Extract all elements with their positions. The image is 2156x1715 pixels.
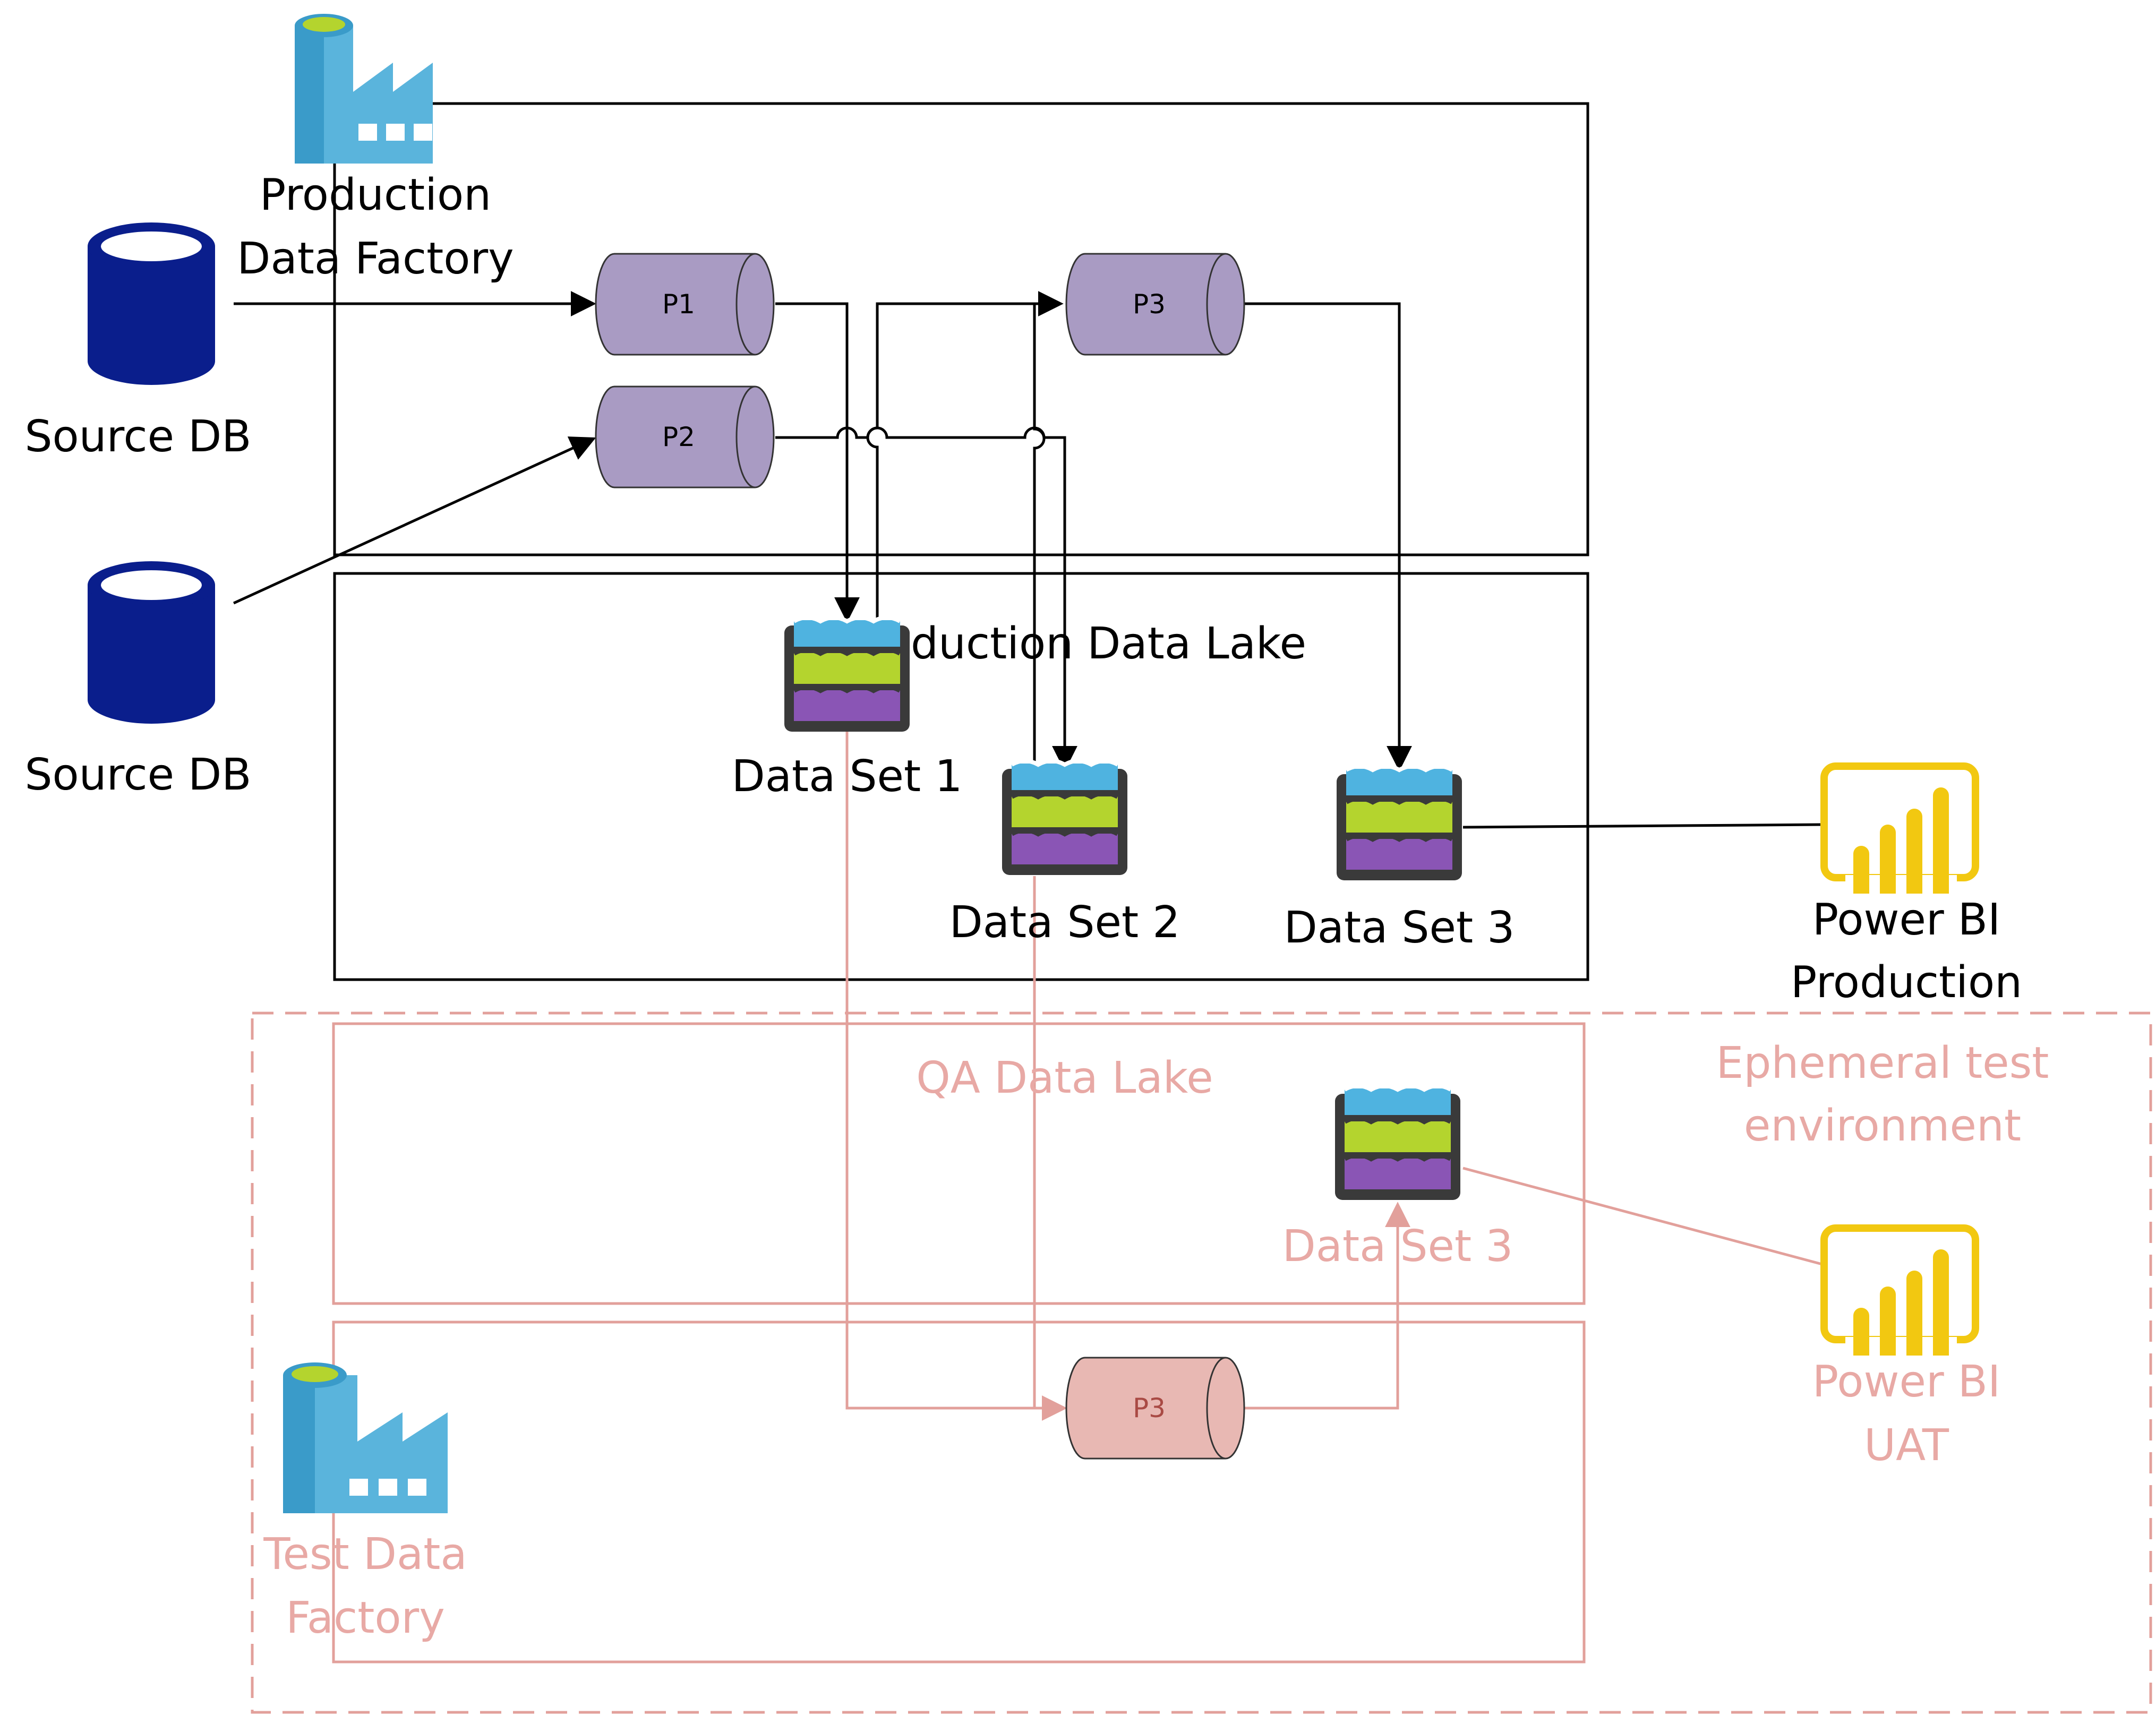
source-db-1-label: Source DB <box>24 411 251 462</box>
pipeline-p3-test <box>1065 1357 1245 1460</box>
production-factory-label-2: Data Factory <box>237 234 514 284</box>
ephemeral-env-label-1: Ephemeral test <box>1716 1038 2049 1088</box>
test-connectors <box>845 730 1825 1421</box>
powerbi-uat-label-1: Power BI <box>1812 1357 2000 1407</box>
source-db-2-label: Source DB <box>24 750 251 800</box>
production-connectors <box>233 102 1825 829</box>
data-lake-icon <box>784 615 910 732</box>
connector-p2-dataset2 <box>775 426 1077 771</box>
qa-lake-boundary <box>332 1022 1586 1305</box>
power-bi-icon <box>1820 1224 1979 1356</box>
dataset-3-label: Data Set 3 <box>1284 903 1515 953</box>
production-lake-label: duction Data Lake <box>911 619 1306 669</box>
connector-source2-p2 <box>233 436 596 605</box>
connector-dataset3-qa-powerbi-uat <box>1462 1167 1825 1266</box>
connector-p3-dataset3 <box>1243 302 1412 771</box>
test-factory-label-2: Factory <box>286 1593 445 1643</box>
data-lake-icon <box>1335 1084 1460 1200</box>
pipeline-p3-test-label: P3 <box>1133 1393 1166 1424</box>
data-lake-icon <box>1002 759 1127 875</box>
dataset-1-label: Data Set 1 <box>732 751 963 802</box>
pipeline-p3 <box>1065 253 1245 356</box>
powerbi-production-label-1: Power BI <box>1812 895 2000 945</box>
dataset-3-qa-label: Data Set 3 <box>1282 1221 1513 1272</box>
database-icon <box>88 561 215 724</box>
powerbi-uat-label-2: UAT <box>1864 1420 1949 1471</box>
test-factory-label-1: Test Data <box>263 1529 467 1580</box>
data-factory-icon <box>295 14 433 164</box>
ephemeral-test-environment-boundary <box>251 1011 2152 1714</box>
qa-lake-label: QA Data Lake <box>916 1053 1213 1103</box>
connector-p1-dataset1 <box>775 302 860 623</box>
pipeline-p2-label: P2 <box>662 422 695 452</box>
ephemeral-env-label-2: environment <box>1744 1101 2021 1151</box>
dataset-2-label: Data Set 2 <box>949 897 1180 948</box>
power-bi-icon <box>1820 762 1979 894</box>
powerbi-production-label-2: Production <box>1791 957 2022 1008</box>
data-lake-icon <box>1337 764 1462 880</box>
pipeline-p2 <box>595 385 775 488</box>
database-icon <box>88 222 215 385</box>
connector-dataset1-p3-test <box>845 730 1067 1421</box>
pipeline-p1-label: P1 <box>662 289 695 320</box>
connector-p3-test-dataset3-qa <box>1243 1202 1410 1410</box>
data-factory-icon <box>283 1362 448 1513</box>
pipeline-p1 <box>595 253 775 356</box>
production-factory-label-1: Production <box>260 170 491 220</box>
production-lake-boundary <box>333 572 1589 981</box>
pipeline-p3-label: P3 <box>1133 289 1166 320</box>
connector-dataset3-powerbi <box>1462 823 1825 829</box>
connector-dataset1-p3 <box>866 304 1061 775</box>
